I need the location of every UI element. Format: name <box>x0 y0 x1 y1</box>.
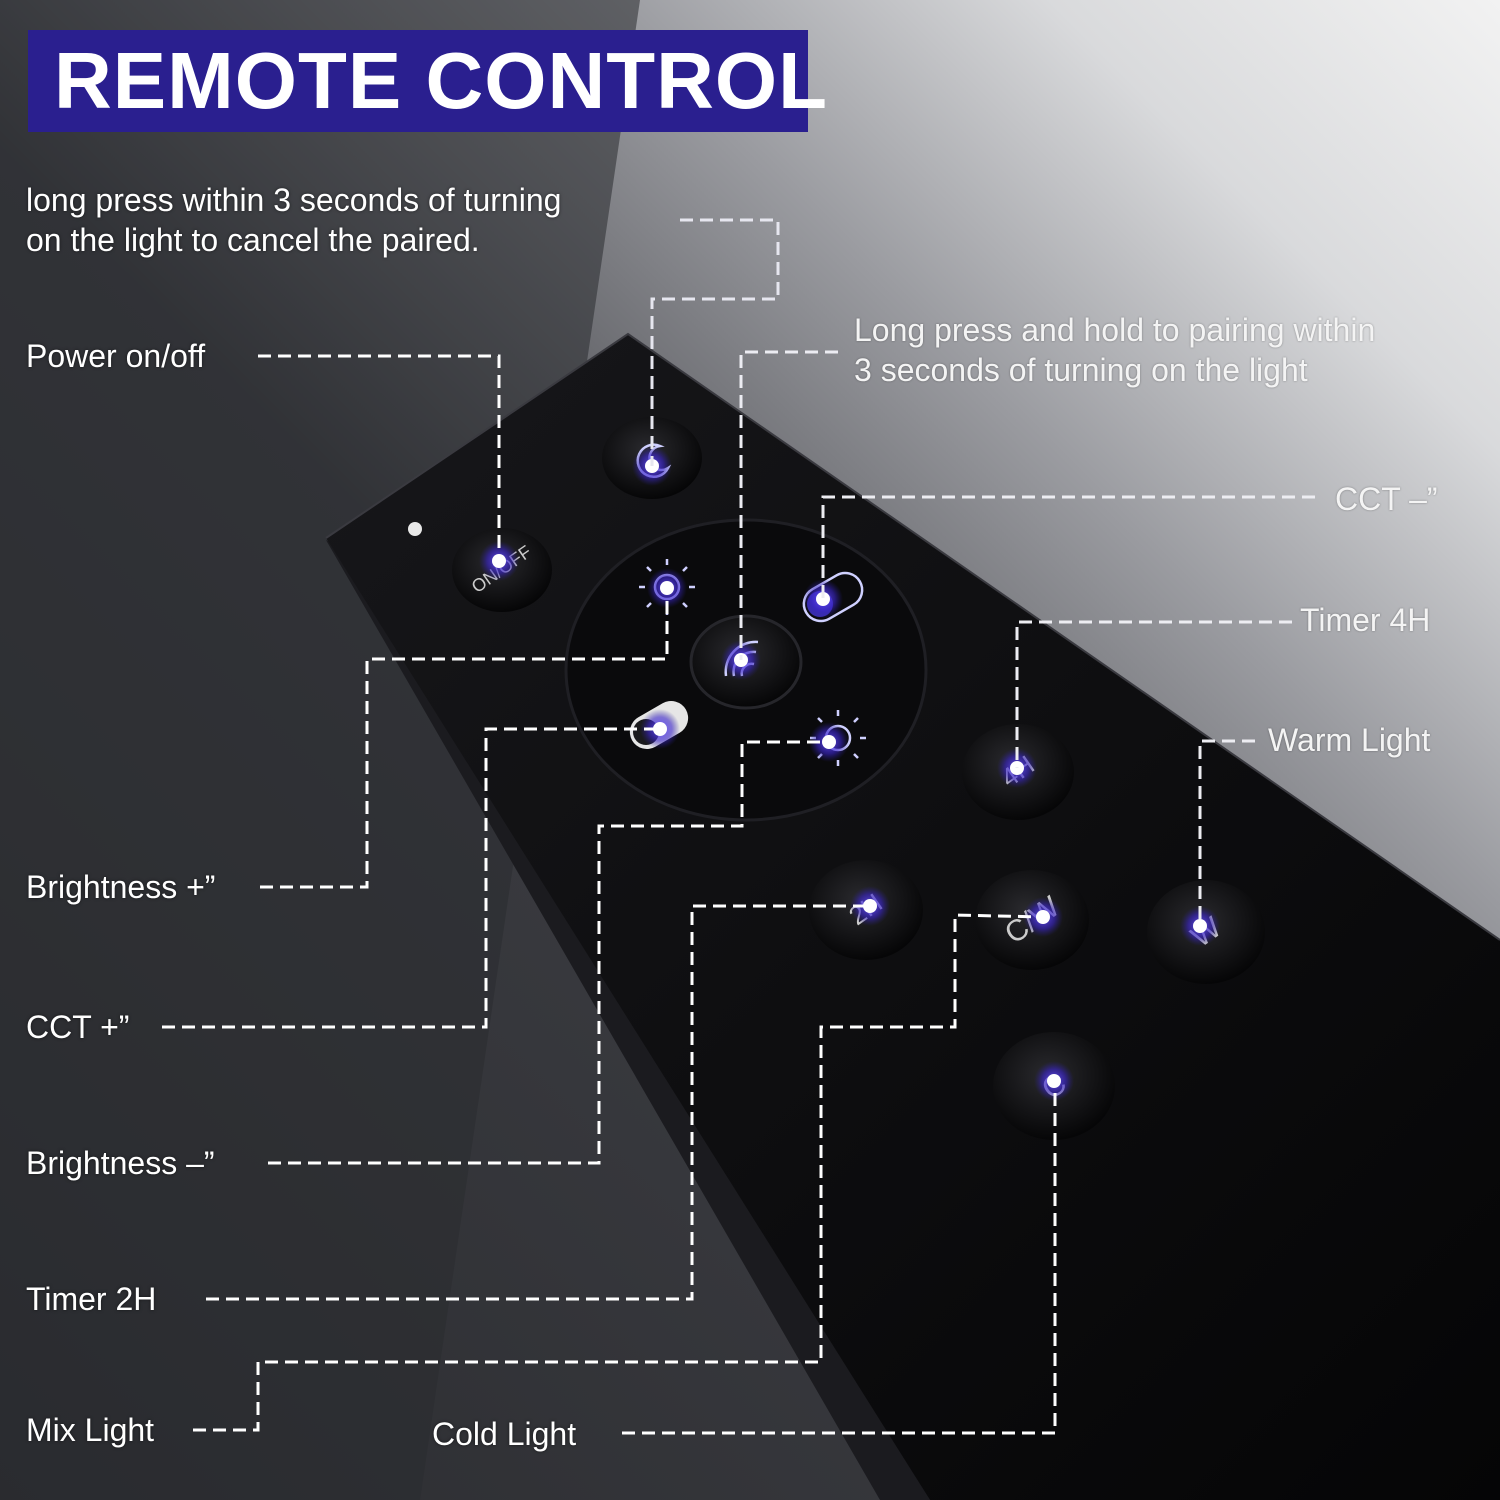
leader-pairing <box>739 350 838 660</box>
label-pairing-line2: 3 seconds of turning on the light <box>854 352 1308 388</box>
background-shade <box>0 0 640 1500</box>
remote-side-edge <box>326 540 930 1500</box>
indicator-led <box>408 522 422 536</box>
label-warm-light: Warm Light <box>1268 722 1431 758</box>
label-mix-light: Mix Light <box>26 1412 155 1448</box>
leader-brightness-minus <box>268 740 829 1165</box>
leader-brightness-plus <box>260 588 669 889</box>
label-cct-plus: CCT +” <box>26 1009 130 1045</box>
leader-cancel-pair <box>650 218 780 466</box>
leader-timer-2h <box>206 904 870 1301</box>
label-cct-minus: CCT –” <box>1335 481 1438 517</box>
leader-cct-minus <box>821 495 1315 599</box>
label-cancel-pair-line1: long press within 3 seconds of turning <box>26 182 562 218</box>
label-timer-4h: Timer 4H <box>1300 602 1431 638</box>
remote-top-edge <box>325 332 1500 941</box>
leader-cct-plus <box>162 727 660 1029</box>
label-cancel-pair: long press within 3 seconds of turning o… <box>26 180 561 260</box>
label-cold-light: Cold Light <box>432 1416 577 1452</box>
leader-timer-4h <box>1015 620 1292 768</box>
leader-cold <box>622 1081 1057 1435</box>
leader-power <box>258 354 501 561</box>
label-brightness-plus: Brightness +” <box>26 869 216 905</box>
label-pairing: Long press and hold to pairing within 3 … <box>854 310 1375 390</box>
page-title: REMOTE CONTROL <box>54 36 828 125</box>
leader-lines <box>162 218 1315 1435</box>
label-timer-2h: Timer 2H <box>26 1281 157 1317</box>
label-brightness-minus: Brightness –” <box>26 1145 215 1181</box>
leader-mix <box>193 913 1044 1432</box>
label-pairing-line1: Long press and hold to pairing within <box>854 312 1376 348</box>
label-cancel-pair-line2: on the light to cancel the paired. <box>26 222 480 258</box>
label-power: Power on/off <box>26 338 206 374</box>
title-banner: REMOTE CONTROL <box>28 30 827 132</box>
